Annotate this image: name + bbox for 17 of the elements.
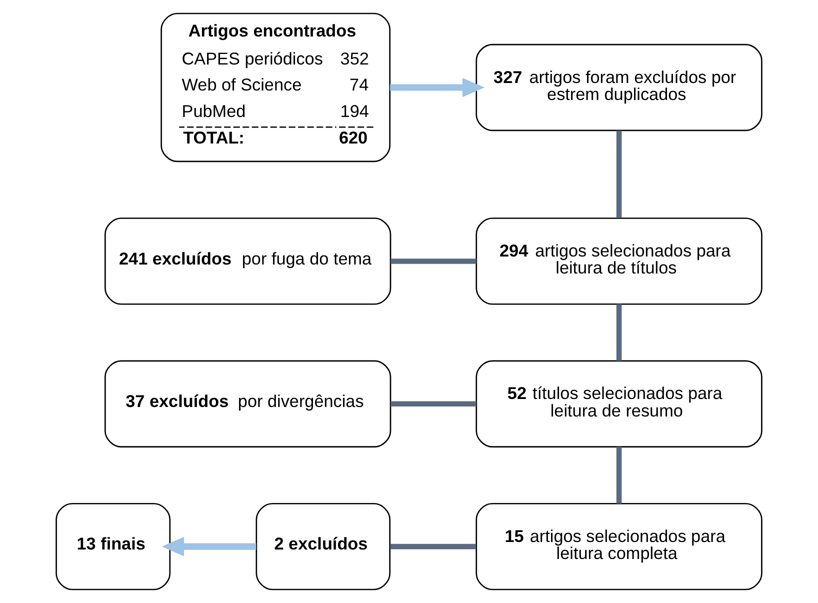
connector: [390, 401, 476, 407]
node-box: 241 excluídos por fuga do tema: [104, 218, 392, 305]
arrow: [162, 536, 256, 556]
node-box: 52 títulos selecionados para leitura de resumo: [476, 360, 762, 448]
connector: [390, 258, 476, 264]
node-box: 15 artigos selecionados para leitura completa: [476, 502, 762, 590]
connector: [616, 130, 622, 218]
node-box: 294 artigos selecionados para leitura de títulos: [476, 218, 762, 305]
node-box: 37 excluídos por divergências: [104, 360, 392, 448]
node-box: 2 excluídos: [256, 502, 390, 590]
arrow: [390, 78, 485, 98]
node-box: Artigos encontrados CAPES periódicos 352 Web of Science 74 PubMed 194 TOTAL: 620: [160, 12, 390, 162]
node-box: 327 artigos foram excluídos por estrem duplicados: [476, 44, 762, 132]
connector: [616, 304, 622, 361]
connector: [616, 446, 622, 504]
node-box: 13 finais: [56, 502, 171, 590]
connector: [390, 544, 476, 550]
